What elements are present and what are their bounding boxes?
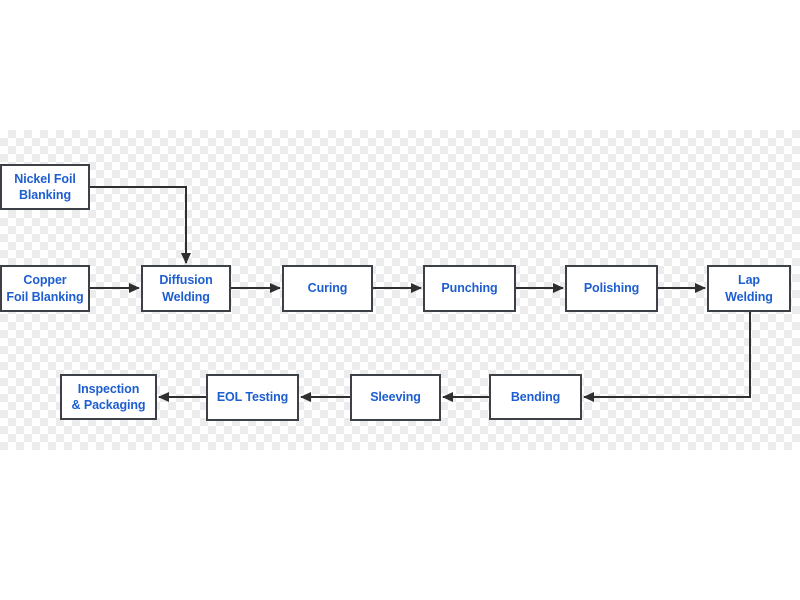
node-label: Sleeving [370,390,421,405]
node-bending: Bending [489,374,582,420]
node-copper-foil-blanking: Copper Foil Blanking [0,265,90,312]
node-label: Curing [307,281,348,296]
node-label: Lap Welding [725,273,773,304]
node-label: Nickel Foil Blanking [14,171,76,202]
node-inspection-packaging: Inspection & Packaging [60,374,157,420]
node-nickel-foil-blanking: Nickel Foil Blanking [0,164,90,210]
arrow-lap-to-bending [583,312,751,402]
node-label: Diffusion Welding [159,273,213,304]
node-label: Bending [510,389,561,404]
node-lap-welding: Lap Welding [707,265,791,312]
node-curing: Curing [282,265,373,312]
node-label: Copper Foil Blanking [6,273,84,304]
node-label: Punching [441,281,498,296]
node-polishing: Polishing [565,265,658,312]
node-label: Polishing [583,281,640,296]
node-label: Inspection & Packaging [71,381,146,412]
arrow-nickel-to-diffusion [89,186,191,264]
node-diffusion-welding: Diffusion Welding [141,265,231,312]
node-punching: Punching [423,265,516,312]
node-label: EOL Testing [216,390,289,405]
node-eol-testing: EOL Testing [206,374,299,421]
node-sleeving: Sleeving [350,374,441,421]
